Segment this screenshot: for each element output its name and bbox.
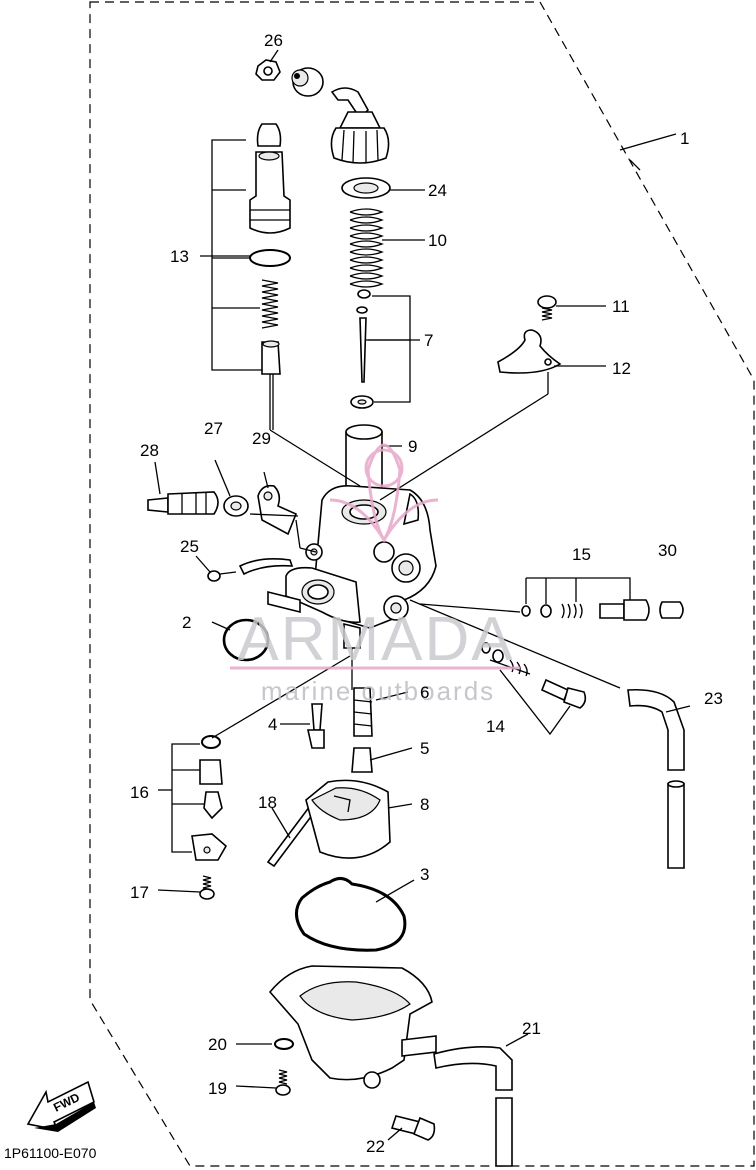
watermark: ARMADA marine outboards: [230, 443, 520, 706]
callout-4: 4: [268, 715, 277, 734]
part-10-spring: [349, 208, 384, 288]
callout-18: 18: [258, 793, 277, 812]
part-20-washer: [274, 1038, 294, 1050]
part-27-washer: [223, 495, 249, 517]
callout-1: 1: [680, 129, 689, 148]
callout-11: 11: [612, 297, 630, 316]
callout-19: 19: [208, 1079, 227, 1098]
callout-30: 30: [658, 541, 677, 560]
callout-27: 27: [204, 419, 223, 438]
callout-9: 9: [408, 437, 417, 456]
callout-labels: 1 2 3 4 5 6 7 8 9 10 11 12 13 14 15 16 1…: [130, 31, 723, 1156]
callout-5: 5: [420, 739, 429, 758]
watermark-tagline: marine outboards: [261, 676, 495, 706]
part-4-main-jet: [307, 703, 325, 749]
part-8-float: [305, 779, 391, 859]
callout-12: 12: [612, 359, 631, 378]
part-5-jet-holder: [351, 747, 373, 773]
part-13-starter-plunger: [211, 123, 291, 430]
diagram-code: 1P61100-E070: [4, 1145, 97, 1161]
callout-22: 22: [366, 1137, 385, 1156]
part-11-screw: [537, 295, 557, 321]
callout-2: 2: [182, 613, 191, 632]
part-24-washer: [341, 177, 391, 199]
mixing-chamber-top: [330, 87, 390, 164]
part-16-float-valve-set: [171, 735, 228, 861]
part-28-screw: [147, 491, 219, 515]
part-29-lever: [249, 484, 299, 536]
leader-lines: [154, 49, 691, 1141]
watermark-brand: ARMADA: [237, 605, 514, 674]
callout-26: 26: [264, 31, 283, 50]
float-bowl: [268, 965, 437, 1089]
callout-29: 29: [252, 429, 271, 448]
callout-16: 16: [130, 783, 149, 802]
assembly-boundary: [89, 1, 755, 1167]
callout-10: 10: [428, 231, 447, 250]
callout-24: 24: [428, 181, 447, 200]
part-21-hose: [433, 1046, 513, 1167]
callout-14: 14: [486, 717, 505, 736]
part-18-pin: [266, 804, 318, 868]
callout-17: 17: [130, 883, 149, 902]
fwd-arrow: FWD: [26, 1080, 96, 1132]
part-26-cap: [255, 59, 324, 97]
part-12-plate: [497, 329, 562, 374]
part-22-drain-screw: [390, 1115, 436, 1141]
part-25-screw: [207, 558, 294, 582]
callout-25: 25: [180, 537, 199, 556]
callout-28: 28: [140, 441, 159, 460]
part-15-pilot-screw-set: [521, 577, 650, 621]
part-3-gasket: [295, 877, 407, 952]
part-6-needle-jet: [353, 687, 373, 737]
part-30-cap: [659, 601, 684, 619]
part-23-hose: [627, 688, 685, 869]
callout-6: 6: [420, 683, 429, 702]
part-7-jet-needle-set: [350, 289, 411, 409]
callout-23: 23: [704, 689, 723, 708]
callout-20: 20: [208, 1035, 227, 1054]
callout-15: 15: [572, 545, 591, 564]
callout-21: 21: [522, 1019, 541, 1038]
callout-8: 8: [420, 795, 429, 814]
part-17-screw: [199, 875, 215, 900]
part-14-screw-set: [481, 642, 587, 736]
part-19-screw: [275, 1069, 291, 1096]
callout-13: 13: [170, 247, 189, 266]
part-2-o-ring: [222, 618, 270, 662]
callout-7: 7: [424, 331, 433, 350]
callout-3: 3: [420, 865, 429, 884]
